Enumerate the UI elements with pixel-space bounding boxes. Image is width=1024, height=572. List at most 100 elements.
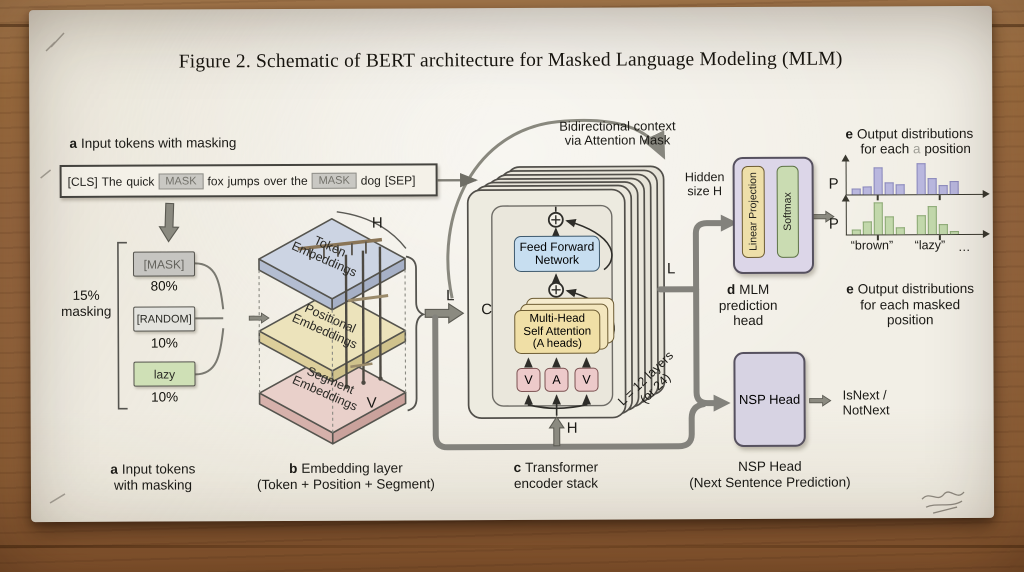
probability-bar	[873, 202, 883, 235]
random-token-box: [RANDOM]	[133, 306, 196, 332]
residual-connection-ffn	[565, 218, 613, 271]
linear-projection-box: Linear Projection	[741, 165, 765, 258]
unchanged-token-box: lazy	[133, 361, 196, 387]
probability-bar	[884, 182, 894, 195]
probability-bar	[916, 215, 926, 235]
embedding-pins	[297, 237, 389, 389]
figure-title: Figure 2. Schematic of BERT architecture…	[178, 48, 843, 73]
token-text: [CLS]	[67, 174, 98, 189]
masking-percent-label: 15% masking	[61, 287, 112, 319]
y-axis-arrow	[841, 190, 850, 202]
probability-bar	[884, 216, 894, 235]
masking-bracket	[117, 241, 128, 410]
bar-group	[851, 202, 905, 235]
softmax-box: Softmax	[776, 165, 799, 258]
xlabel-brown: “brown”	[850, 238, 894, 253]
probability-bar	[927, 206, 937, 235]
probability-bar	[916, 163, 926, 195]
y-axis-arrow	[841, 150, 850, 162]
x-axis-arrow	[982, 190, 994, 199]
random-token-pct: 10%	[150, 335, 178, 351]
probability-bar	[895, 227, 905, 235]
token-text: [SEP]	[384, 172, 416, 188]
add-norm-nodes	[547, 211, 565, 298]
xlabel-lazy: “lazy”	[914, 238, 946, 253]
probability-bar	[949, 181, 959, 195]
qkv-box-v2: V	[574, 367, 599, 392]
mask-token-chip: MASK	[311, 172, 357, 189]
arrow-input-to-masking	[158, 202, 180, 243]
probability-bar	[938, 224, 948, 235]
token-text: The	[101, 174, 123, 189]
dim-v-label: V	[366, 394, 377, 412]
qkv-box-a: A	[544, 367, 569, 392]
probability-bar	[862, 186, 872, 195]
mask-token-chip: MASK	[158, 172, 204, 190]
wood-plank-seam	[0, 545, 1024, 548]
bar-group	[916, 206, 959, 235]
gray-mask-token: a	[912, 141, 921, 157]
dim-c-label: C	[481, 301, 493, 319]
bidirectional-context-arc	[446, 118, 666, 299]
arrow-embedding-to-encoder	[424, 303, 464, 324]
probability-bar	[851, 188, 861, 195]
token-text: fox	[207, 173, 224, 188]
paper-sheet: Figure 2. Schematic of BERT architecture…	[28, 5, 995, 523]
token-text: dog	[360, 173, 381, 188]
probability-bar	[895, 184, 905, 195]
token-text: quick	[126, 174, 155, 189]
mask-token-pct: 80%	[150, 278, 178, 294]
x-axis-arrow	[982, 230, 994, 239]
nsp-output-label: IsNext / NotNext	[842, 387, 890, 418]
masking-merge-lines	[194, 262, 225, 376]
p-axis-label-2: P	[828, 215, 839, 233]
probability-bar	[927, 178, 937, 195]
p-axis-label-1: P	[828, 175, 839, 193]
dim-l-in-label: L	[446, 287, 455, 305]
mask-token-box: [MASK]	[132, 251, 196, 277]
output-histogram-2	[841, 190, 994, 241]
token-text: jumps	[227, 173, 260, 188]
connector-paths	[432, 220, 724, 451]
probability-bar	[862, 221, 872, 235]
section-a-heading-text: Input tokens with masking	[80, 135, 237, 151]
bar-group	[916, 163, 959, 195]
probability-bar	[949, 231, 959, 235]
token-text: the	[290, 173, 308, 188]
probability-bar	[938, 185, 948, 195]
dim-h-in-label: H	[566, 419, 578, 437]
arrowhead-to-mlm-head	[720, 214, 738, 232]
h-dimension-bracket	[336, 211, 407, 249]
embedding-output-brace	[405, 255, 426, 412]
nsp-head-box: NSP Head	[733, 351, 806, 448]
token-text: over	[263, 173, 287, 188]
bar-group	[851, 167, 905, 195]
embedding-dashed-guides	[258, 269, 407, 433]
token-embeddings-slab	[258, 217, 406, 311]
caption-nsp: NSP Head (Next Sentence Prediction)	[689, 458, 851, 490]
pencil-marks	[40, 32, 965, 514]
output-histogram-1	[841, 150, 994, 201]
arrowhead-to-nsp-head	[713, 394, 731, 412]
xlabel-ellipsis: …	[957, 239, 971, 255]
arrow-nsp-to-result	[809, 394, 832, 407]
dim-h-label: H	[371, 214, 383, 232]
dim-l-out-label: L	[666, 260, 676, 278]
probability-bar	[851, 229, 861, 235]
unchanged-token-pct: 10%	[151, 389, 179, 405]
section-a-key: a	[69, 135, 78, 151]
qkv-box-v1: V	[516, 367, 541, 392]
